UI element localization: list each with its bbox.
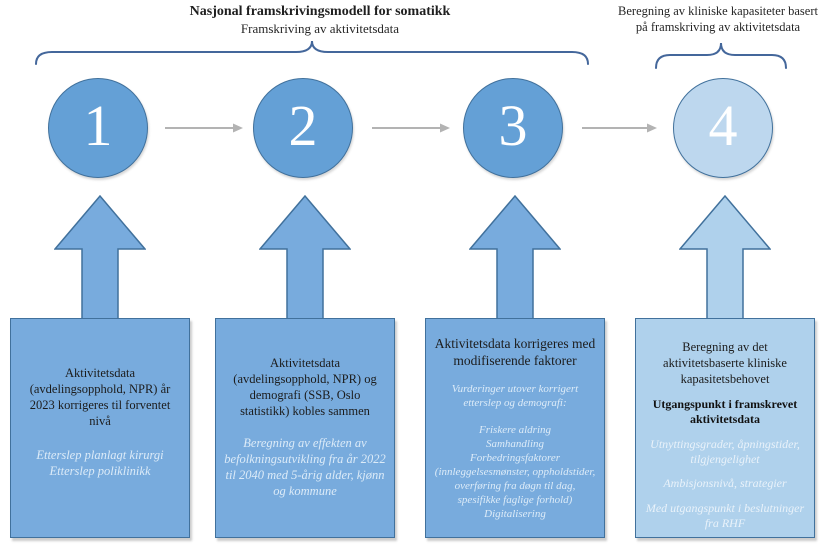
step-number-2: 2 [288, 93, 318, 158]
step3-italic-line: Samhandling [485, 437, 545, 450]
capacity-title-line1: Beregning av kliniske kapasiteter basert [618, 4, 818, 18]
step2-italic-line: Beregning av effekten av befolkningsutvi… [224, 436, 386, 498]
step-number-1: 1 [83, 93, 113, 158]
step3-italic-intro: Vurderinger utover korrigert etterslep o… [451, 382, 579, 409]
step4-bold-text: Utgangspunkt i framskrevet aktivitetsdat… [652, 397, 798, 427]
brace-steps-1-3 [35, 40, 589, 65]
step3-italic-line: Digitalisering [484, 508, 546, 521]
step4-italic-line: Med utgangspunkt i beslutninger fra RHF [645, 500, 805, 531]
capacity-title-line2: på framskriving av aktivitetsdata [635, 20, 801, 35]
up-arrow-1 [54, 195, 146, 321]
step4-main-text: Beregning av det aktivitetsbaserte klini… [663, 340, 787, 386]
step2-italic-block: Beregning av effekten av befolkningsutvi… [224, 435, 386, 499]
step2-main-text: Aktivitetsdata (avdelingsopphold, NPR) o… [233, 356, 377, 418]
step4-italic-line: Utnyttingsgrader, åpningstider, tilgjeng… [650, 436, 800, 467]
step-circle-1: 1 [48, 78, 148, 178]
step4-box: Beregning av det aktivitetsbaserte klini… [635, 318, 815, 538]
step-number-4: 4 [708, 93, 738, 158]
step1-main-text: Aktivitetsdata (avdelingsopphold, NPR) å… [29, 366, 171, 428]
braces-overlay [35, 40, 787, 69]
step3-box: Aktivitetsdata korrigeres med modifisere… [425, 318, 605, 538]
capacity-header: Beregning av kliniske kapasiteter basert… [604, 3, 832, 36]
flow-arrow-2-3 [372, 123, 450, 133]
step1-italic-block: Etterslep planlagt kirurgi Etterslep pol… [19, 447, 181, 479]
step3-italic-line: Friskere aldring [479, 423, 551, 436]
model-subtitle: Framskriving av aktivitetsdata [240, 20, 400, 36]
step3-italic-line: Forbedringsfaktorer (innleggelsesmønster… [434, 451, 596, 507]
step4-italic-line: Ambisjonsnivå, strategier [663, 476, 787, 491]
model-header: Nasjonal framskrivingsmodell for somatik… [120, 3, 520, 37]
up-arrow-3 [469, 195, 561, 321]
step1-italic-line: Etterslep poliklinikk [49, 464, 151, 478]
step1-box: Aktivitetsdata (avdelingsopphold, NPR) å… [10, 318, 190, 538]
step2-box: Aktivitetsdata (avdelingsopphold, NPR) o… [215, 318, 395, 538]
step3-italic-items: Friskere aldring Samhandling Forbedrings… [434, 423, 596, 522]
step-number-3: 3 [498, 93, 528, 158]
brace-step-4 [655, 42, 787, 69]
flow-arrows [165, 123, 657, 133]
flow-arrow-1-2 [165, 123, 243, 133]
step1-italic-line: Etterslep planlagt kirurgi [36, 448, 164, 462]
step-circle-4: 4 [673, 78, 773, 178]
step-circle-2: 2 [253, 78, 353, 178]
up-arrow-2 [259, 195, 351, 321]
step3-main-text: Aktivitetsdata korrigeres med modifisere… [434, 336, 596, 369]
model-title: Nasjonal framskrivingsmodell for somatik… [189, 4, 451, 19]
step-circle-3: 3 [463, 78, 563, 178]
up-arrow-4 [679, 195, 771, 321]
flow-arrow-3-4 [582, 123, 657, 133]
